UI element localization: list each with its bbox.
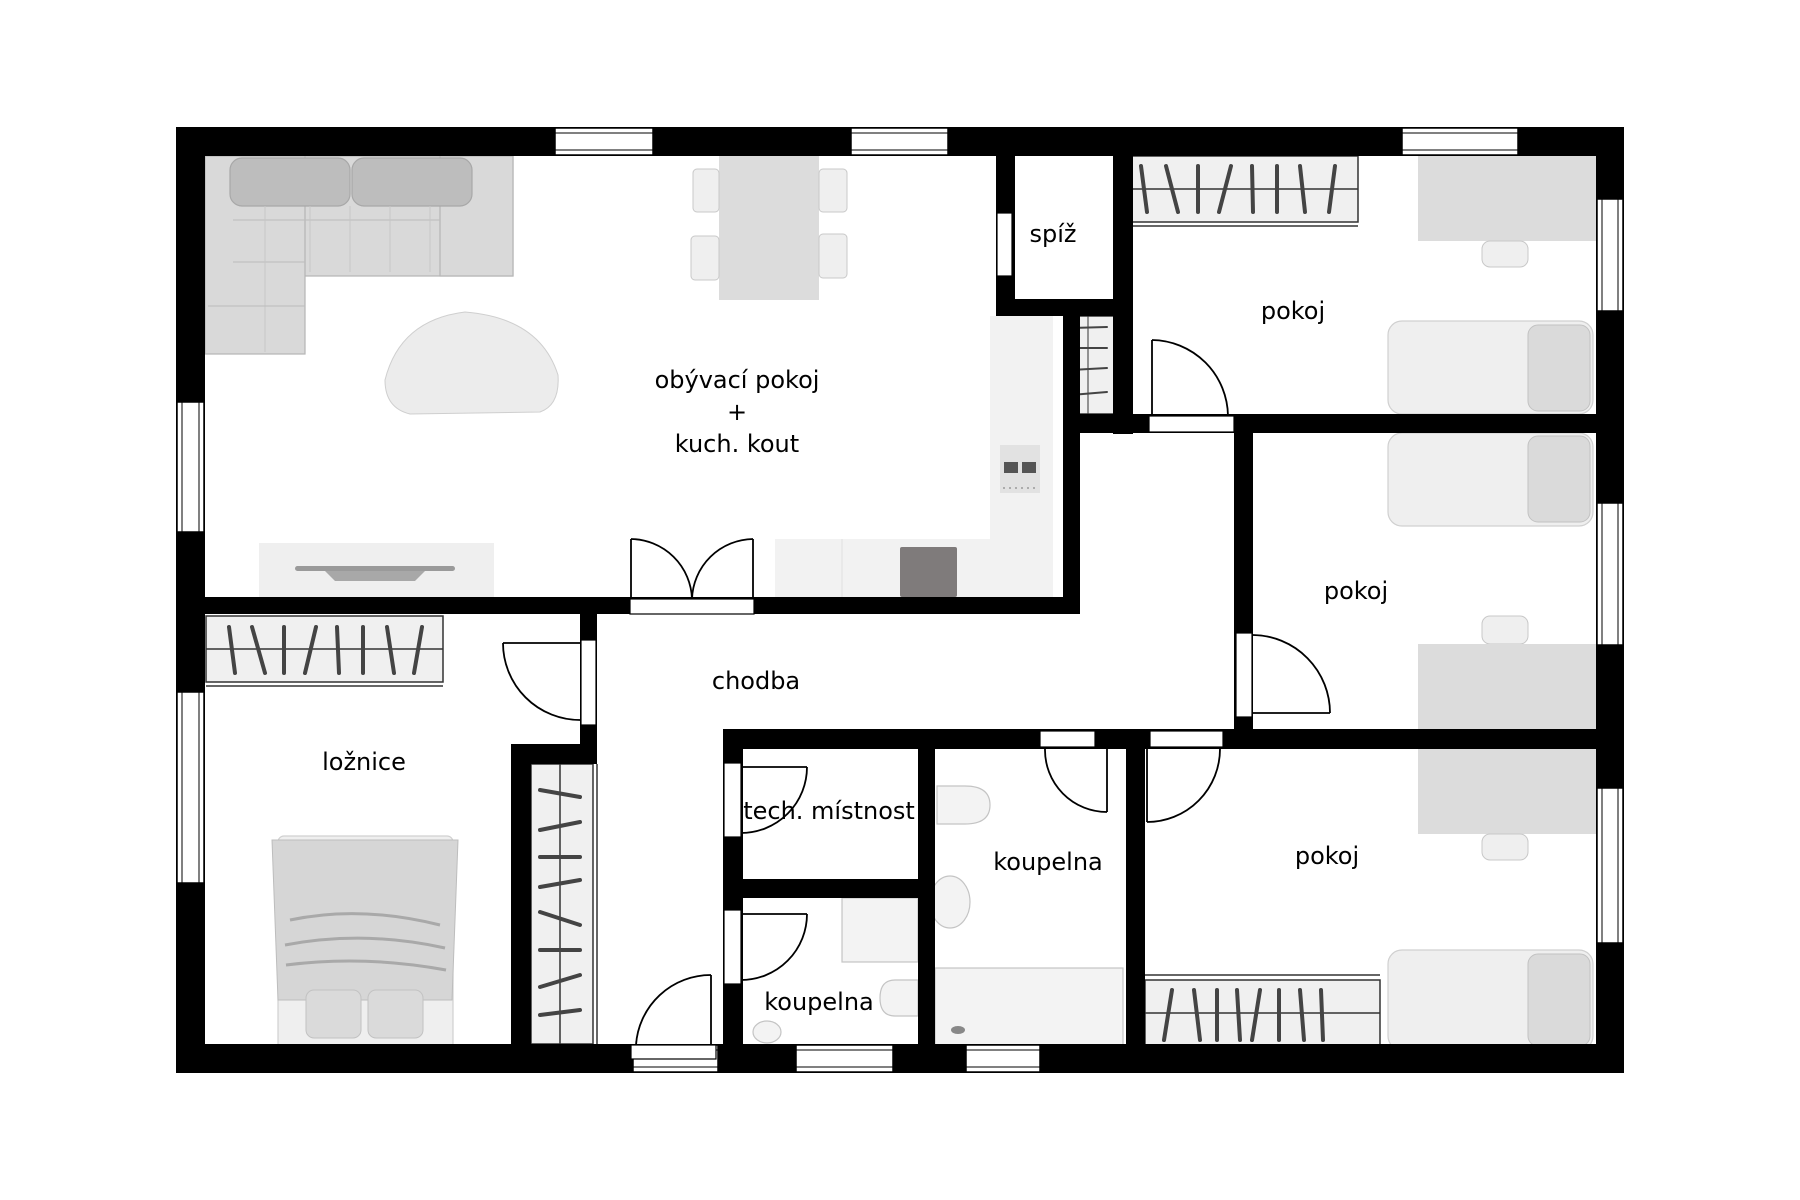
- toilet-small-icon: [879, 979, 919, 1017]
- door-tech-room[interactable]: [723, 762, 808, 838]
- room-label-bedroom: ložnice: [322, 748, 406, 776]
- desk-bottom-right: [1418, 749, 1596, 834]
- door-pantry[interactable]: [996, 212, 1013, 277]
- dining-table: [690, 154, 848, 300]
- bed-mid-right: [1387, 432, 1594, 527]
- window: [1401, 127, 1519, 156]
- window: [176, 401, 205, 533]
- wardrobe-hallway: [530, 763, 598, 1045]
- double-bed: [271, 835, 459, 1051]
- door-room-mid-right[interactable]: [1235, 632, 1331, 718]
- door-room-top-right[interactable]: [1148, 339, 1235, 433]
- room-label-pantry: spíž: [1029, 220, 1077, 248]
- window: [795, 1044, 894, 1073]
- window: [850, 127, 949, 156]
- wardrobe-top-right: [1119, 155, 1359, 227]
- room-label-room-bottom-right: pokoj: [1294, 842, 1360, 870]
- room-label-room-mid-right: pokoj: [1323, 577, 1389, 605]
- door-entrance[interactable]: [630, 974, 717, 1060]
- room-label-room-top-right: pokoj: [1260, 297, 1326, 325]
- corner-sofa: [204, 155, 514, 355]
- cooktop-icon: [1000, 445, 1040, 493]
- room-label-living: obývací pokoj + kuch. kout: [655, 364, 820, 460]
- door-room-bottom-right[interactable]: [1146, 730, 1224, 823]
- wardrobe-bottom-right: [1144, 974, 1381, 1051]
- living-label-line1: obývací pokoj: [654, 366, 820, 394]
- drain-icon: [951, 1026, 965, 1034]
- door-living-double[interactable]: [629, 538, 755, 615]
- door-bathroom-large[interactable]: [1039, 730, 1108, 813]
- window: [1596, 198, 1624, 312]
- bed-top-right: [1387, 320, 1594, 415]
- window: [965, 1044, 1041, 1073]
- chair-mid-right: [1481, 615, 1529, 645]
- wardrobe-bedroom: [205, 615, 444, 687]
- sink-large-icon: [929, 875, 971, 929]
- shower-small: [841, 897, 919, 963]
- doors: [502, 212, 1331, 1060]
- room-label-bathroom-large: koupelna: [993, 848, 1103, 876]
- sink-small-icon: [752, 1020, 782, 1044]
- window: [176, 691, 205, 884]
- kitchen-counter: [775, 316, 1053, 599]
- chair-top-right: [1481, 240, 1529, 268]
- door-bathroom-small[interactable]: [723, 909, 808, 985]
- window: [1596, 787, 1624, 944]
- windows: [176, 127, 1624, 1073]
- rug: [384, 311, 559, 415]
- tv-stand: [259, 543, 494, 599]
- room-label-hallway: chodba: [711, 667, 801, 695]
- sink-icon: [900, 547, 957, 597]
- living-label-line3: kuch. kout: [674, 430, 800, 458]
- furniture-layer: [204, 154, 1596, 1051]
- bathtub: [934, 967, 1124, 1049]
- room-label-tech-room: tech. místnost: [743, 797, 915, 825]
- bed-bottom-right: [1387, 949, 1594, 1051]
- window: [1596, 502, 1624, 646]
- toilet-large-icon: [936, 785, 991, 825]
- room-label-bathroom-small: koupelna: [764, 988, 874, 1016]
- desk-mid-right: [1418, 644, 1596, 729]
- desk-top-right: [1418, 156, 1596, 241]
- window: [554, 127, 654, 156]
- living-label-line2: +: [726, 398, 748, 426]
- chair-bottom-right: [1481, 833, 1529, 861]
- door-bedroom[interactable]: [502, 639, 597, 726]
